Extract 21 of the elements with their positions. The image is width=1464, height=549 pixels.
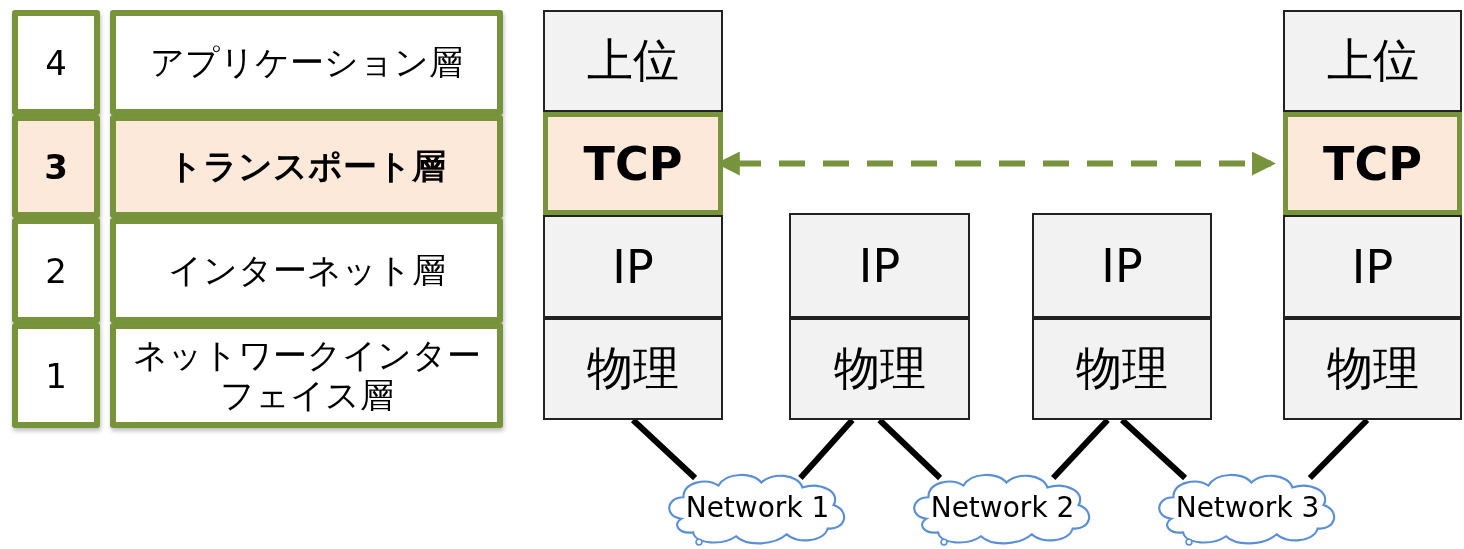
layer-name-cell: ネットワークインターフェイス層 <box>110 323 503 428</box>
protocol-box: IP <box>789 213 970 318</box>
protocol-box: TCP <box>1283 112 1462 215</box>
layer-name-cell: トランスポート層 <box>110 115 503 218</box>
protocol-box: 物理 <box>789 318 970 420</box>
layer-number-cell: 2 <box>12 218 100 323</box>
layer-number-cell: 4 <box>12 10 100 115</box>
protocol-box: 物理 <box>1283 318 1462 420</box>
protocol-box: IP <box>543 215 723 318</box>
protocol-box: 上位 <box>543 10 723 112</box>
layer-name-cell: アプリケーション層 <box>110 10 503 115</box>
protocol-box: IP <box>1032 213 1212 318</box>
protocol-box: TCP <box>543 112 723 215</box>
layer-name-cell: インターネット層 <box>110 218 503 323</box>
layer-number-cell: 3 <box>12 115 100 218</box>
layer-number-cell: 1 <box>12 323 100 428</box>
protocol-box: 物理 <box>543 318 723 420</box>
protocol-box: 物理 <box>1032 318 1212 420</box>
protocol-box: 上位 <box>1283 10 1462 112</box>
protocol-box: IP <box>1283 215 1462 318</box>
connector-line <box>798 418 855 480</box>
